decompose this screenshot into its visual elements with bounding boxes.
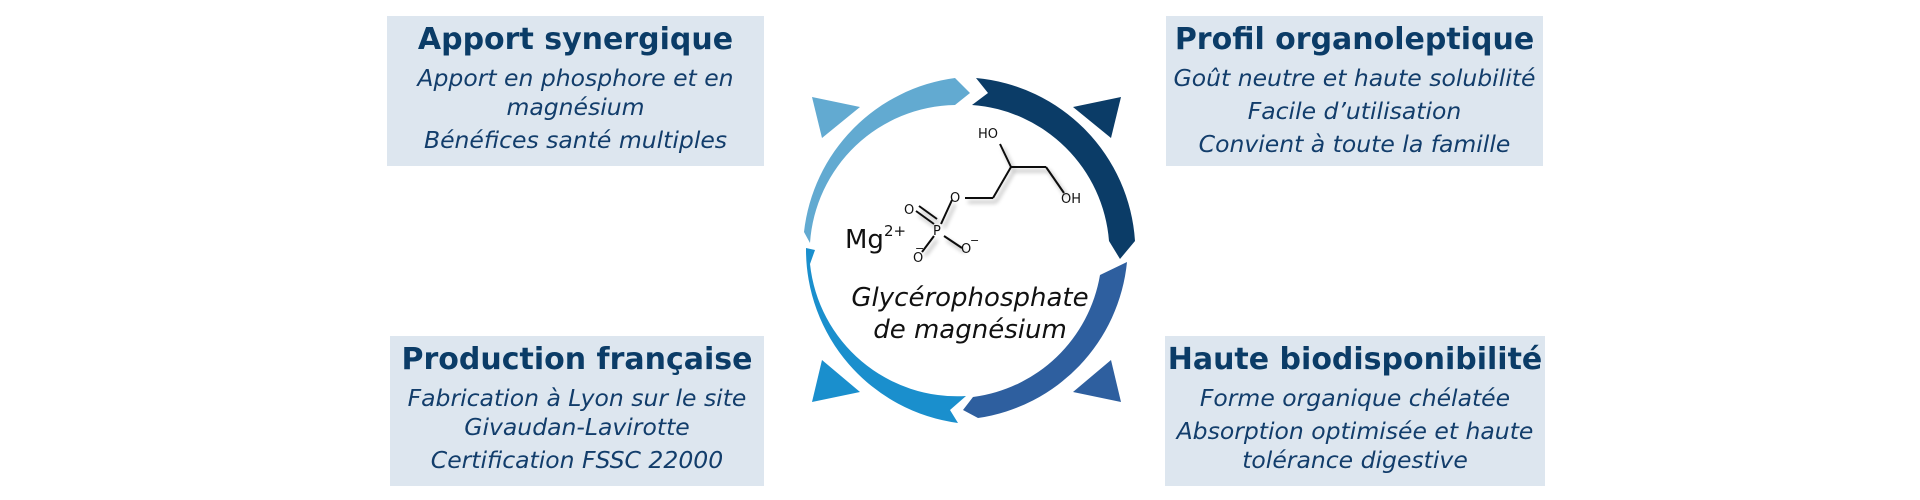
card-line: tolérance digestive: [1242, 446, 1468, 474]
cycle-arc-top-right: [972, 78, 1135, 259]
atom-ho: HO: [978, 127, 998, 142]
card-title: Apport synergique: [417, 22, 734, 57]
atom-o-minus-right: O: [961, 242, 971, 257]
arrowhead-bottom-left: [812, 360, 860, 402]
ion-charge: 2+: [883, 222, 907, 240]
atom-o-ester: O: [950, 191, 960, 206]
card-title: Production française: [401, 342, 753, 377]
card-line: magnésium: [506, 93, 645, 121]
center-label-line2: de magnésium: [873, 315, 1067, 345]
card-line: Fabrication à Lyon sur le site: [407, 384, 747, 412]
charge-minus-left: −: [915, 242, 924, 255]
ion-symbol: Mg: [845, 225, 884, 255]
arrowhead-top-right: [1073, 97, 1121, 138]
card-line: Bénéfices santé multiples: [423, 126, 728, 154]
cycle-arc-top-left: [804, 78, 970, 243]
card-line: Facile d’utilisation: [1247, 97, 1462, 125]
benefit-card-haute-biodisponibilite: Haute biodisponibilité Forme organique c…: [1165, 336, 1545, 486]
arrowhead-bottom-right: [1073, 360, 1121, 402]
benefit-card-production-francaise: Production française Fabrication à Lyon …: [390, 336, 764, 486]
molecule-structure: [915, 143, 1065, 253]
cycle-arc-bottom-left: [805, 248, 966, 423]
card-title: Profil organoleptique: [1174, 22, 1535, 57]
benefit-card-apport-synergique: Apport synergique Apport en phosphore et…: [387, 16, 764, 166]
atom-o-minus-left: O: [913, 251, 923, 266]
atom-p: P: [933, 224, 941, 239]
card-line: Forme organique chélatée: [1199, 384, 1511, 412]
center-label-line1: Glycérophosphate: [851, 283, 1089, 313]
cycle-arc-bottom-right: [963, 262, 1127, 418]
arrowhead-top-left: [812, 97, 860, 138]
benefit-card-profil-organoleptique: Profil organoleptique Goût neutre et hau…: [1166, 16, 1543, 166]
atom-oh: OH: [1061, 192, 1081, 207]
card-line: Convient à toute la famille: [1198, 130, 1511, 158]
card-line: Absorption optimisée et haute: [1176, 417, 1534, 445]
charge-minus-right: −: [970, 234, 979, 247]
cycle-diagram: HO OH O O P O − O −: [804, 78, 1135, 423]
card-line: Givaudan-Lavirotte: [464, 413, 690, 441]
card-line: Apport en phosphore et en: [417, 64, 734, 92]
card-line: Certification FSSC 22000: [430, 446, 724, 474]
card-title: Haute biodisponibilité: [1167, 342, 1543, 377]
magnesium-ion: Mg2+: [845, 222, 906, 255]
atom-o-double: O: [904, 203, 914, 218]
card-line: Goût neutre et haute solubilité: [1173, 64, 1536, 92]
